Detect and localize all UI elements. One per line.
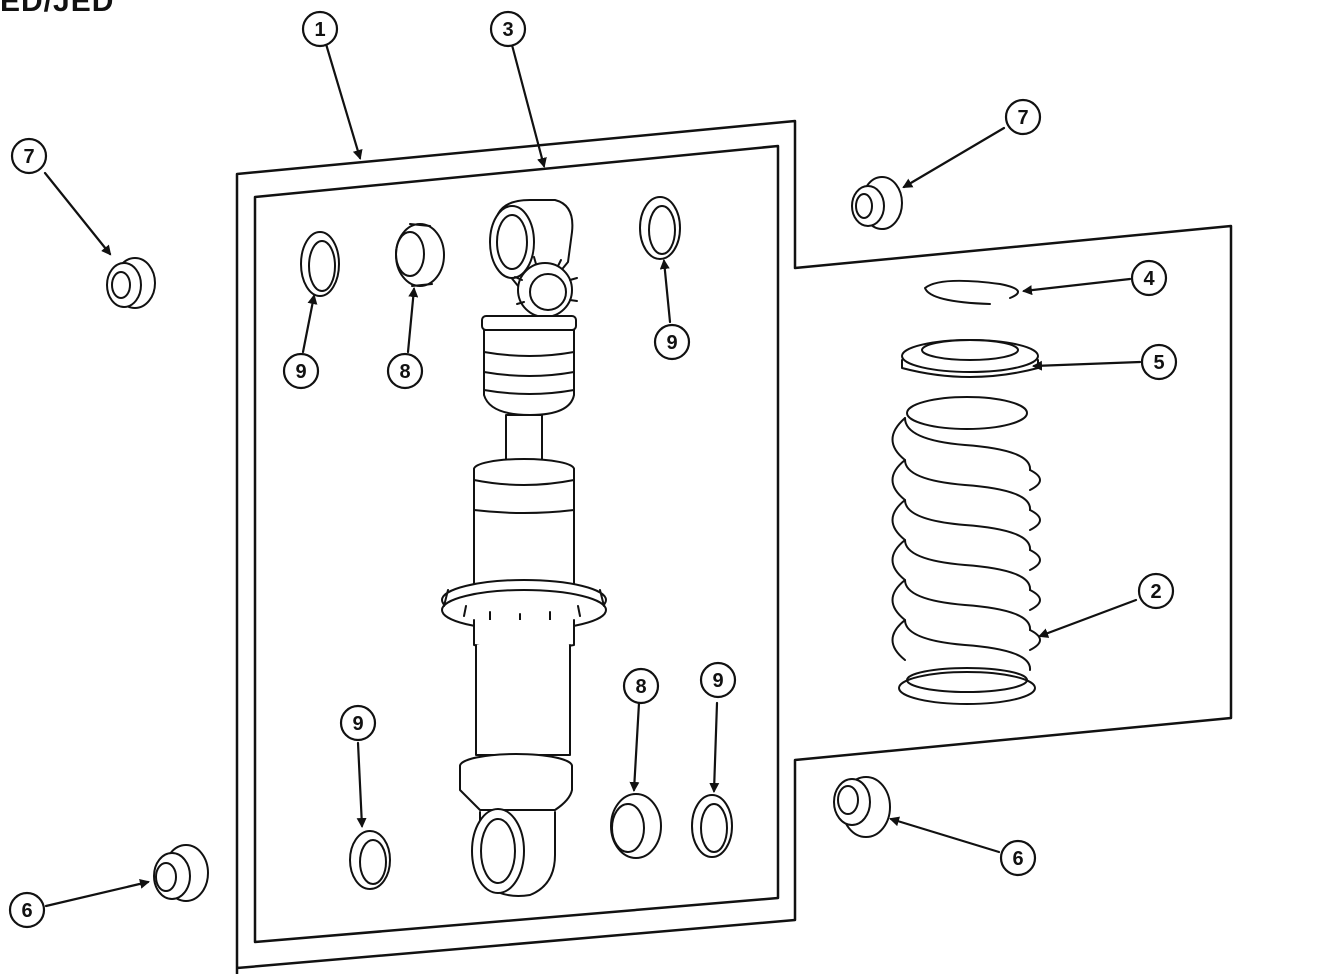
svg-text:7: 7 (1017, 107, 1028, 129)
callout-5: 5 (1140, 343, 1178, 381)
callout-9-lower-left: 9 (339, 704, 377, 742)
callout-6-left: 6 (8, 891, 46, 929)
svg-text:9: 9 (712, 670, 723, 692)
svg-text:7: 7 (23, 146, 34, 168)
kit-outline-outer (235, 119, 1233, 974)
bushing-6-right (833, 776, 891, 838)
svg-text:8: 8 (399, 361, 410, 383)
bearing-8-upper (395, 223, 445, 287)
seal-9-lower-right (691, 794, 733, 858)
shock-absorber-body (441, 199, 607, 897)
spring-retainer (901, 339, 1039, 378)
snap-ring (924, 279, 1019, 305)
svg-text:8: 8 (635, 676, 646, 698)
page-title: ED/JED (0, 0, 115, 18)
callout-1: 1 (301, 10, 339, 48)
seal-9-upper-left (300, 231, 340, 297)
svg-text:4: 4 (1143, 268, 1155, 290)
coil-spring (891, 396, 1041, 705)
callout-6-right: 6 (999, 839, 1037, 877)
callout-9-lower-right: 9 (699, 661, 737, 699)
bushing-7-right (851, 176, 903, 230)
callout-8-upper: 8 (386, 352, 424, 390)
bushing-6-left (153, 844, 209, 902)
callout-7-left: 7 (10, 137, 48, 175)
svg-text:2: 2 (1150, 581, 1161, 603)
svg-text:5: 5 (1153, 352, 1164, 374)
seal-9-upper-right (639, 196, 681, 260)
callout-2: 2 (1137, 572, 1175, 610)
svg-text:9: 9 (666, 332, 677, 354)
callout-4: 4 (1130, 259, 1168, 297)
kit-outline-inner (253, 144, 780, 944)
bearing-8-lower (610, 793, 662, 859)
seal-9-lower-left (349, 830, 391, 890)
svg-text:1: 1 (314, 19, 325, 41)
leader-lines (43, 42, 1142, 908)
bushing-7-left (106, 257, 156, 309)
svg-text:6: 6 (1012, 848, 1023, 870)
svg-text:9: 9 (295, 361, 306, 383)
callout-7-right: 7 (1004, 98, 1042, 136)
svg-text:9: 9 (352, 713, 363, 735)
callout-9-upper-left: 9 (282, 352, 320, 390)
callout-3: 3 (489, 10, 527, 48)
svg-text:3: 3 (502, 19, 513, 41)
callout-8-lower: 8 (622, 667, 660, 705)
callout-9-upper-right: 9 (653, 323, 691, 361)
svg-text:6: 6 (21, 900, 32, 922)
